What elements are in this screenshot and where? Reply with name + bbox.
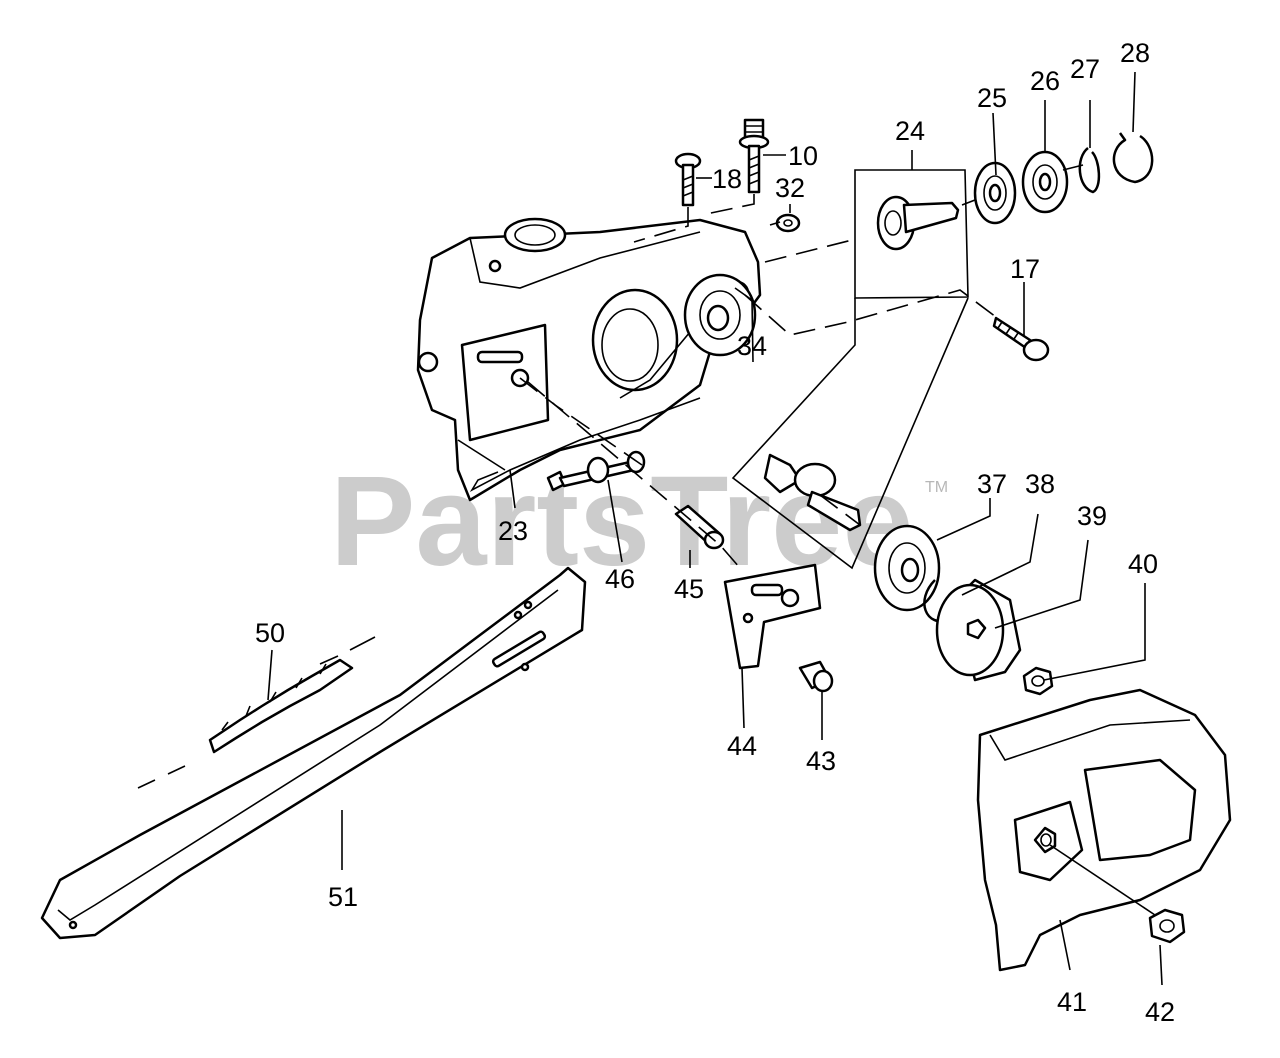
callout-labels: 18 10 32 24 25 26 27 28 17 34 37 38 39 4… bbox=[255, 38, 1175, 1027]
part-44-plate bbox=[723, 563, 822, 670]
callout-27: 27 bbox=[1070, 54, 1100, 84]
callout-42: 42 bbox=[1145, 997, 1175, 1027]
callout-37: 37 bbox=[977, 469, 1007, 499]
part-46-adjusting-screw bbox=[546, 450, 646, 492]
part-41-sprocket-cover bbox=[976, 688, 1232, 972]
watermark-trademark: TM bbox=[925, 479, 948, 496]
part-18-bolt bbox=[674, 152, 702, 207]
part-43-pin bbox=[798, 660, 834, 693]
callout-51: 51 bbox=[328, 882, 358, 912]
sprocket-shaft bbox=[763, 453, 862, 532]
part-27-snap-ring bbox=[1078, 147, 1101, 194]
callout-45: 45 bbox=[674, 574, 704, 604]
callout-41: 41 bbox=[1057, 987, 1087, 1017]
part-24-shaft-assembly bbox=[731, 150, 969, 570]
leader-lines bbox=[267, 71, 1163, 986]
callout-38: 38 bbox=[1025, 469, 1055, 499]
callout-17: 17 bbox=[1010, 254, 1040, 284]
callout-40: 40 bbox=[1128, 549, 1158, 579]
callout-23: 23 bbox=[498, 516, 528, 546]
part-34-bearing bbox=[683, 273, 757, 357]
callout-32: 32 bbox=[775, 173, 805, 203]
part-39-drum bbox=[935, 578, 1022, 682]
callout-24: 24 bbox=[895, 116, 925, 146]
part-37-bearing bbox=[873, 524, 941, 612]
callout-26: 26 bbox=[1030, 66, 1060, 96]
callout-43: 43 bbox=[806, 746, 836, 776]
callout-34: 34 bbox=[737, 331, 767, 361]
part-32-washer bbox=[775, 213, 801, 233]
part-42-nut bbox=[1148, 908, 1186, 944]
callout-44: 44 bbox=[727, 731, 757, 761]
callout-50: 50 bbox=[255, 618, 285, 648]
part-10-bolt bbox=[738, 118, 770, 194]
part-51-guide-bar bbox=[40, 566, 587, 940]
callout-46: 46 bbox=[605, 564, 635, 594]
part-28-snap-ring bbox=[1112, 132, 1154, 184]
callout-10: 10 bbox=[788, 141, 818, 171]
callout-28: 28 bbox=[1120, 38, 1150, 68]
part-50-saw-chain bbox=[137, 636, 376, 789]
callout-39: 39 bbox=[1077, 501, 1107, 531]
callout-18: 18 bbox=[712, 164, 742, 194]
part-40-nut bbox=[1022, 666, 1054, 696]
part-25-bearing bbox=[973, 161, 1017, 225]
part-26-bearing bbox=[1021, 150, 1069, 214]
part-17-screw bbox=[992, 316, 1050, 362]
alignment-lines bbox=[519, 164, 1084, 569]
callout-25: 25 bbox=[977, 83, 1007, 113]
